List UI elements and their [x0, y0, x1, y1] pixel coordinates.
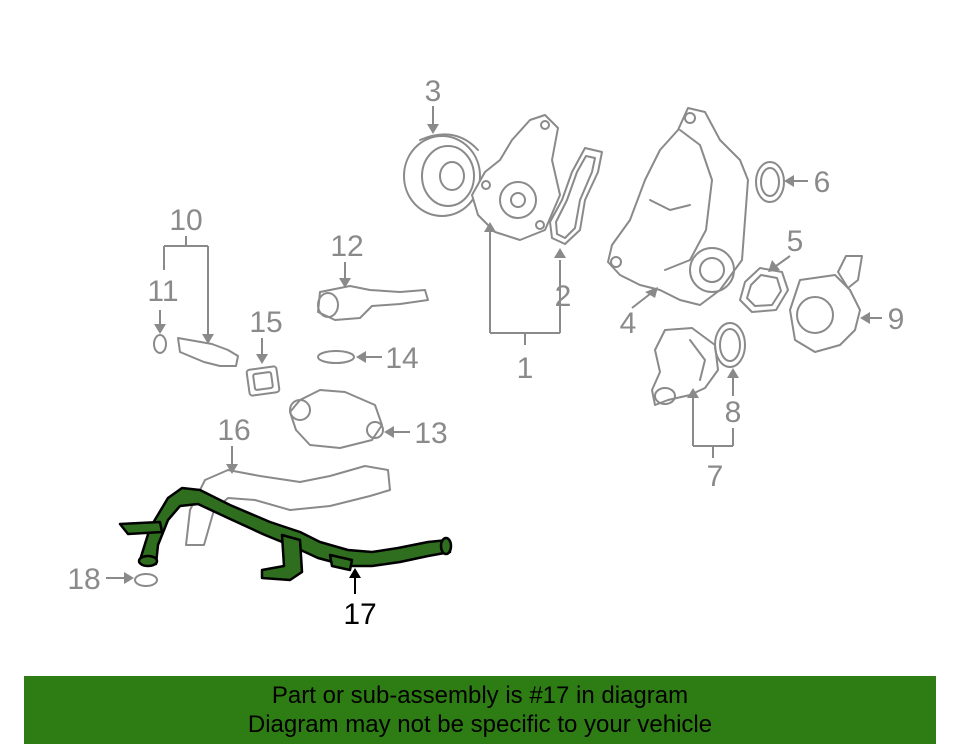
callout-15: 15 [249, 306, 282, 339]
callout-13: 13 [414, 417, 447, 450]
part-3-pulley [403, 133, 481, 217]
callout-9: 9 [888, 303, 905, 336]
part-9-thermostat-housing [789, 255, 863, 353]
part-4-front-cover [607, 107, 749, 306]
part-14-o-ring [317, 350, 355, 364]
callout-10: 10 [169, 204, 202, 237]
callout-4: 4 [620, 307, 637, 340]
banner-line-1: Part or sub-assembly is #17 in diagram [271, 682, 689, 709]
callout-14: 14 [385, 342, 418, 375]
part-6-o-ring [755, 161, 785, 203]
part-12-outlet-pipe [317, 285, 429, 321]
part-11-o-ring [153, 334, 167, 354]
part-2-gasket [549, 147, 603, 245]
leader-lines [106, 106, 882, 594]
callout-8: 8 [725, 396, 742, 429]
part-18-o-ring [134, 573, 158, 587]
callout-18: 18 [67, 563, 100, 596]
part-7-thermostat [651, 327, 719, 406]
part-10-sensor [177, 337, 239, 367]
callout-11: 11 [147, 275, 178, 308]
callout-16: 16 [217, 414, 250, 447]
callout-17: 17 [343, 598, 376, 631]
callout-5: 5 [787, 225, 804, 258]
part-8-o-ring [714, 322, 746, 368]
part-1-water-pump [471, 114, 561, 241]
part-16-hose [185, 465, 391, 546]
notice-banner: Part or sub-assembly is #17 in diagram D… [24, 676, 936, 744]
callout-labels: 3 1 2 4 6 5 9 8 7 10 11 12 15 14 13 16 1… [67, 75, 904, 631]
part-15-gasket [245, 365, 281, 397]
callout-2: 2 [555, 280, 572, 313]
banner-line-2: Diagram may not be specific to your vehi… [247, 711, 713, 738]
callout-3: 3 [425, 75, 442, 108]
callout-7: 7 [707, 460, 724, 493]
callout-1: 1 [517, 352, 534, 385]
part-17-water-pipe [118, 486, 453, 582]
callout-6: 6 [814, 166, 831, 199]
part-13-housing [289, 389, 384, 449]
callout-12: 12 [330, 230, 363, 263]
part-5-gasket [739, 267, 789, 313]
